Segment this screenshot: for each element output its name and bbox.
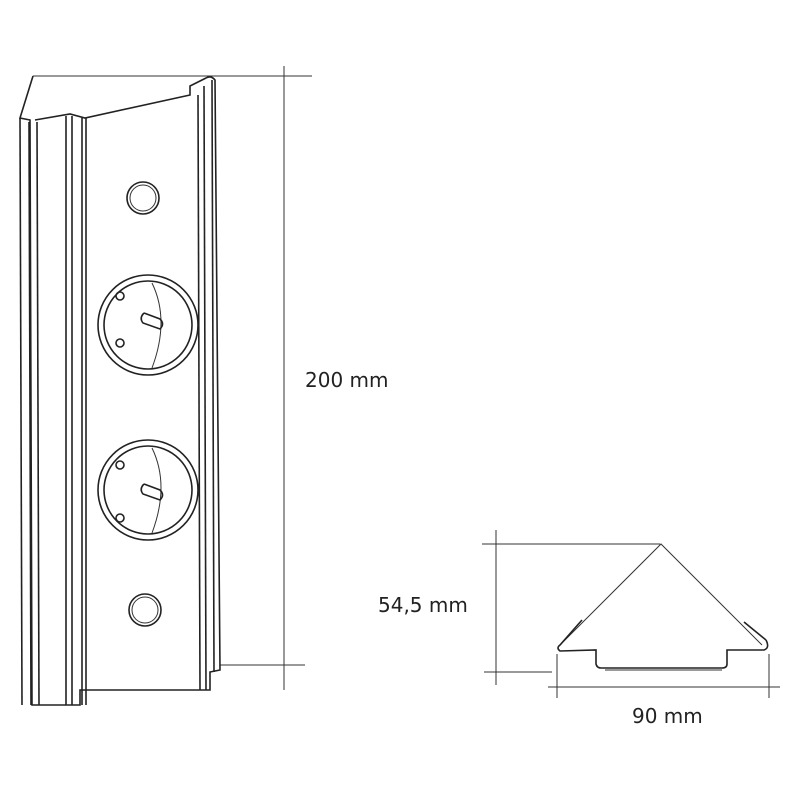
indicator-hole-top	[126, 181, 160, 215]
height-label: 200 mm	[305, 368, 389, 392]
power-strip-perspective	[18, 75, 221, 706]
depth-label: 54,5 mm	[378, 593, 468, 617]
cross-section	[557, 543, 769, 671]
socket-bottom	[97, 439, 199, 541]
width-label: 90 mm	[632, 704, 703, 728]
indicator-hole-bottom	[128, 593, 162, 627]
socket-top	[97, 274, 199, 376]
height-dimension-lines	[33, 66, 312, 690]
section-dimension-lines	[482, 530, 780, 698]
